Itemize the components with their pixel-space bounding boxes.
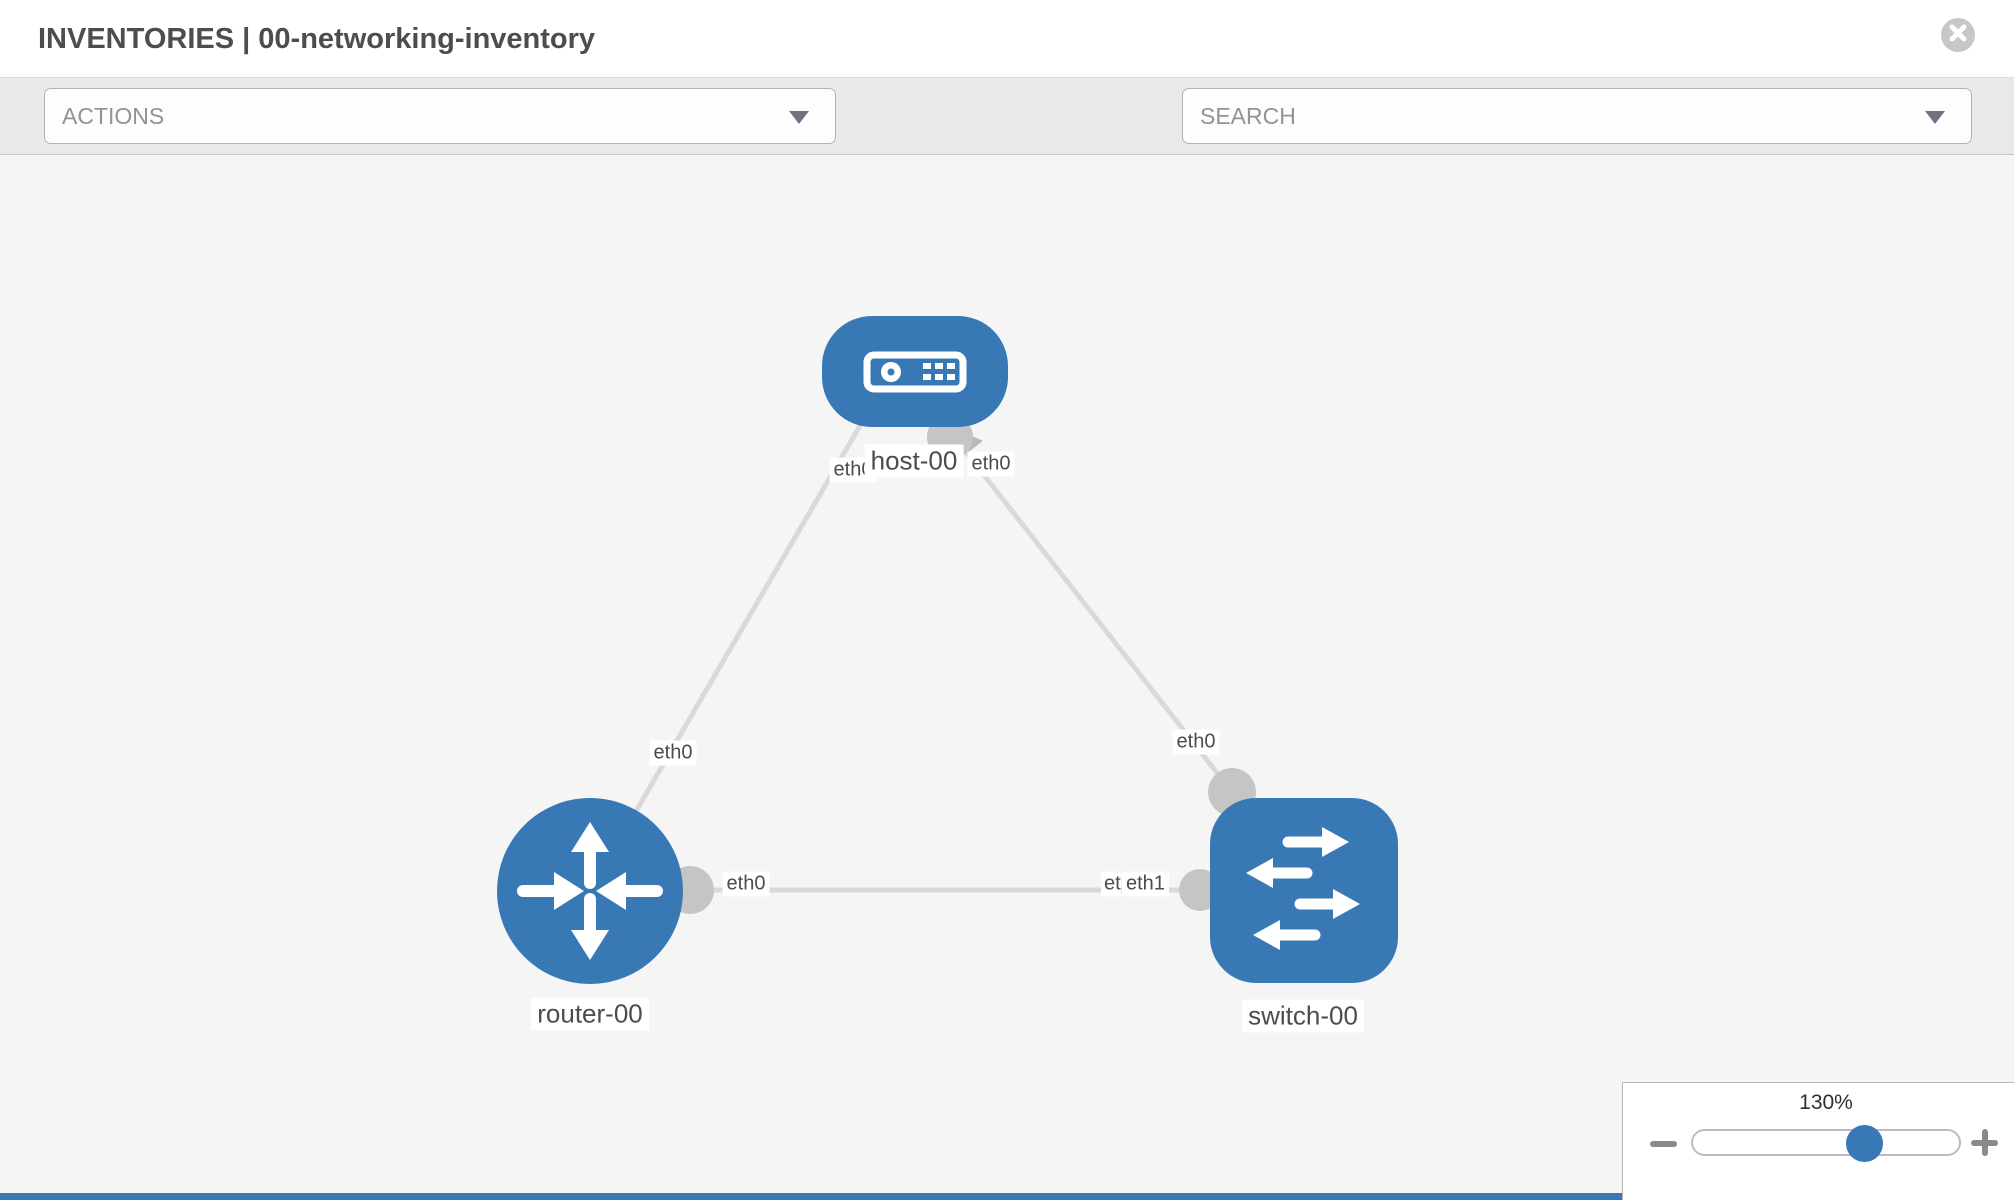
footer-panel-edge [0, 1193, 1622, 1200]
iface-label: eth1 [1122, 871, 1169, 897]
page-title: INVENTORIES | 00-networking-inventory [38, 22, 596, 55]
zoom-level-value: 130% [1799, 1091, 1853, 1114]
search-dropdown[interactable]: SEARCH [1182, 88, 1972, 144]
close-icon [1949, 24, 1967, 47]
topology-canvas[interactable]: host-00 router-00 switch-00 eth0 eth0 et… [0, 155, 2014, 1200]
close-button[interactable] [1941, 18, 1975, 52]
node-router[interactable] [497, 798, 683, 984]
iface-label: eth0 [1172, 729, 1220, 755]
host-icon [822, 351, 1008, 431]
links-layer [629, 414, 1256, 914]
actions-dropdown[interactable]: ACTIONS [44, 88, 836, 144]
zoom-slider-thumb[interactable] [1846, 1125, 1883, 1162]
zoom-panel: 130% [1622, 1082, 2014, 1200]
actions-dropdown-value: ACTIONS [62, 102, 165, 129]
iface-label: eth0 [967, 451, 1015, 477]
zoom-out-button[interactable] [1650, 1141, 1677, 1147]
node-label-switch: switch-00 [1242, 999, 1364, 1033]
toolbar: ACTIONS SEARCH [0, 78, 2014, 213]
node-switch[interactable] [1210, 798, 1398, 983]
search-placeholder: SEARCH [1200, 102, 1296, 129]
node-label-host: host-00 [864, 444, 964, 478]
zoom-in-button[interactable] [1969, 1127, 2000, 1158]
router-icon [497, 822, 683, 988]
plus-icon [1982, 1129, 1988, 1156]
iface-label: eth0 [722, 871, 770, 897]
header: INVENTORIES | 00-networking-inventory [0, 0, 2014, 78]
chevron-down-icon [1925, 111, 1945, 124]
chevron-down-icon [789, 111, 809, 124]
zoom-slider-track[interactable] [1691, 1129, 1961, 1156]
iface-label-overlapped: et [1101, 871, 1121, 897]
iface-label: eth0 [649, 740, 697, 766]
node-host[interactable] [822, 316, 1008, 427]
switch-icon [1210, 827, 1398, 987]
node-label-router: router-00 [531, 997, 649, 1031]
